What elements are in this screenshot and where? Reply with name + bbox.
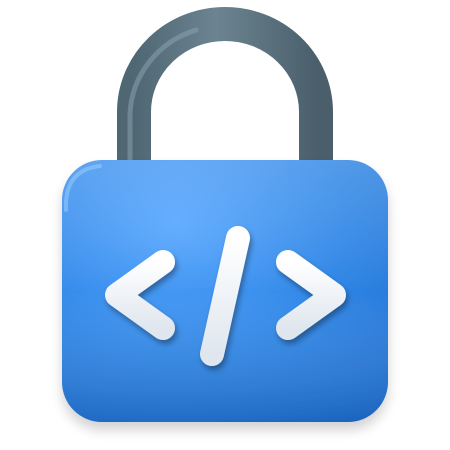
left-angle-bracket-icon (105, 250, 175, 340)
right-angle-bracket-icon (276, 250, 346, 340)
slash-icon (200, 226, 250, 366)
shackle-highlight (127, 27, 199, 171)
code-symbol-icon (105, 226, 346, 366)
